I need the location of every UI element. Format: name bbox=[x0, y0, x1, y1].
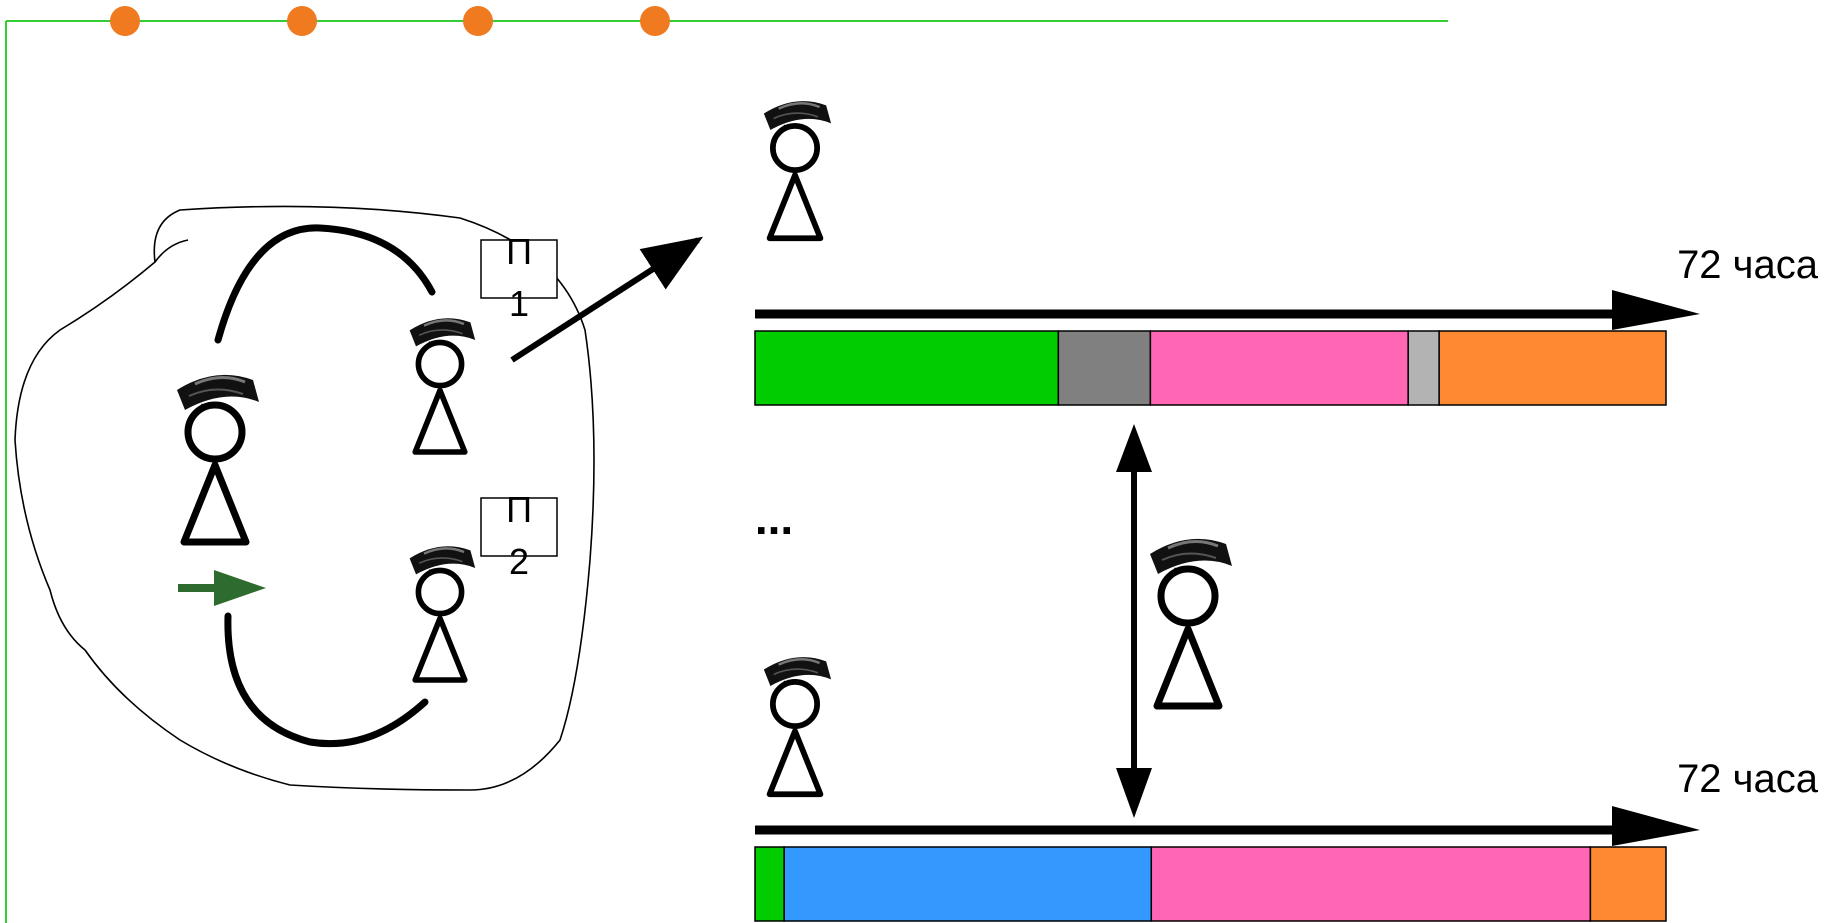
frame-dot bbox=[463, 6, 493, 36]
tag-2-bottom: 2 bbox=[509, 541, 529, 582]
timeline-2-label: 72 часа bbox=[1677, 757, 1819, 801]
timeline-1-label: 72 часа bbox=[1677, 243, 1819, 287]
timeline-arrowhead bbox=[1612, 806, 1700, 846]
timeline-2-bar bbox=[754, 846, 1667, 922]
ellipsis: ... bbox=[755, 492, 793, 544]
timeline-arrowhead bbox=[1612, 290, 1700, 330]
timeline-1: 72 часа bbox=[754, 243, 1819, 406]
timeline-segment bbox=[754, 330, 1060, 406]
comparison-arrow bbox=[1116, 424, 1152, 818]
tag-2-top: П bbox=[506, 489, 532, 530]
timeline-segment bbox=[1407, 330, 1440, 406]
timeline-segment bbox=[754, 846, 785, 922]
graduate-person-icon bbox=[764, 657, 831, 794]
frame-dot bbox=[287, 6, 317, 36]
timeline-segment bbox=[1057, 330, 1152, 406]
cycle-arc-bottom bbox=[224, 612, 429, 748]
slide-frame bbox=[5, 6, 1448, 923]
graduate-person-icon bbox=[1150, 539, 1232, 706]
timeline-segment bbox=[783, 846, 1153, 922]
group-outline bbox=[14, 205, 595, 791]
cycle-arc-top bbox=[214, 224, 436, 344]
timeline-2: 72 часа bbox=[754, 757, 1819, 922]
tag-1-bottom: 1 bbox=[509, 283, 529, 324]
graduate-person-icon bbox=[410, 318, 476, 452]
timeline-segment bbox=[1149, 330, 1409, 406]
timeline-segment bbox=[1589, 846, 1667, 922]
graduate-person-icon bbox=[177, 375, 259, 542]
frame-dot bbox=[110, 6, 140, 36]
tag-1: П 1 bbox=[480, 231, 558, 324]
graduate-person-icon bbox=[410, 546, 476, 680]
timeline-segment bbox=[1150, 846, 1592, 922]
green-arrow bbox=[178, 570, 266, 606]
graduate-person-icon bbox=[764, 101, 831, 238]
timeline-1-bar bbox=[754, 330, 1667, 406]
tag-2: П 2 bbox=[480, 489, 558, 582]
export-arrow bbox=[510, 236, 704, 363]
timeline-segment bbox=[1438, 330, 1667, 406]
frame-dot bbox=[640, 6, 670, 36]
tag-1-top: П bbox=[506, 231, 532, 272]
